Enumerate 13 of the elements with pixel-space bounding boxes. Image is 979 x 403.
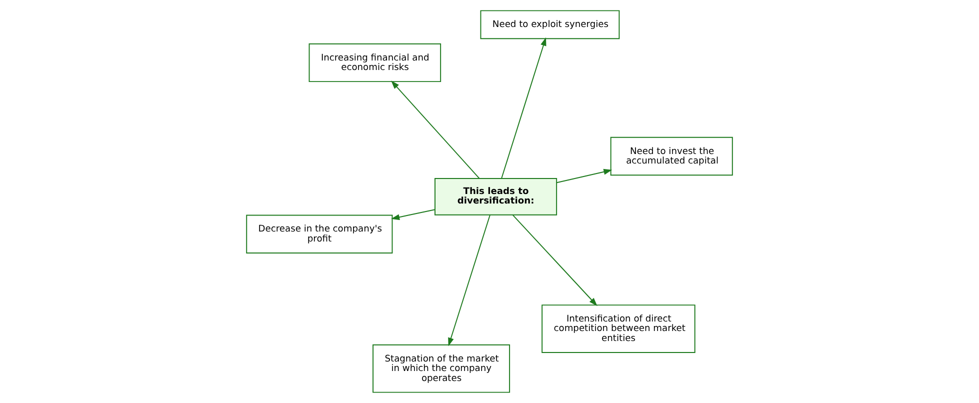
node-box: Stagnation of the market in which the company operates — [372, 344, 510, 393]
arrow — [391, 209, 436, 220]
node-box: Increasing financial and economic risks — [308, 43, 442, 82]
arrow — [501, 37, 546, 179]
node-box: Need to invest the accumulated capital — [610, 136, 733, 176]
arrow — [448, 214, 490, 346]
arrow — [391, 80, 480, 179]
node-box: Intensification of direct competition between market entities — [542, 304, 696, 354]
node-box: This leads to diversification: — [434, 178, 558, 216]
arrow — [512, 214, 598, 306]
node-box: Decrease in the company's profit — [246, 214, 393, 254]
node-box: Need to exploit synergies — [480, 10, 620, 40]
arrow — [556, 168, 612, 184]
